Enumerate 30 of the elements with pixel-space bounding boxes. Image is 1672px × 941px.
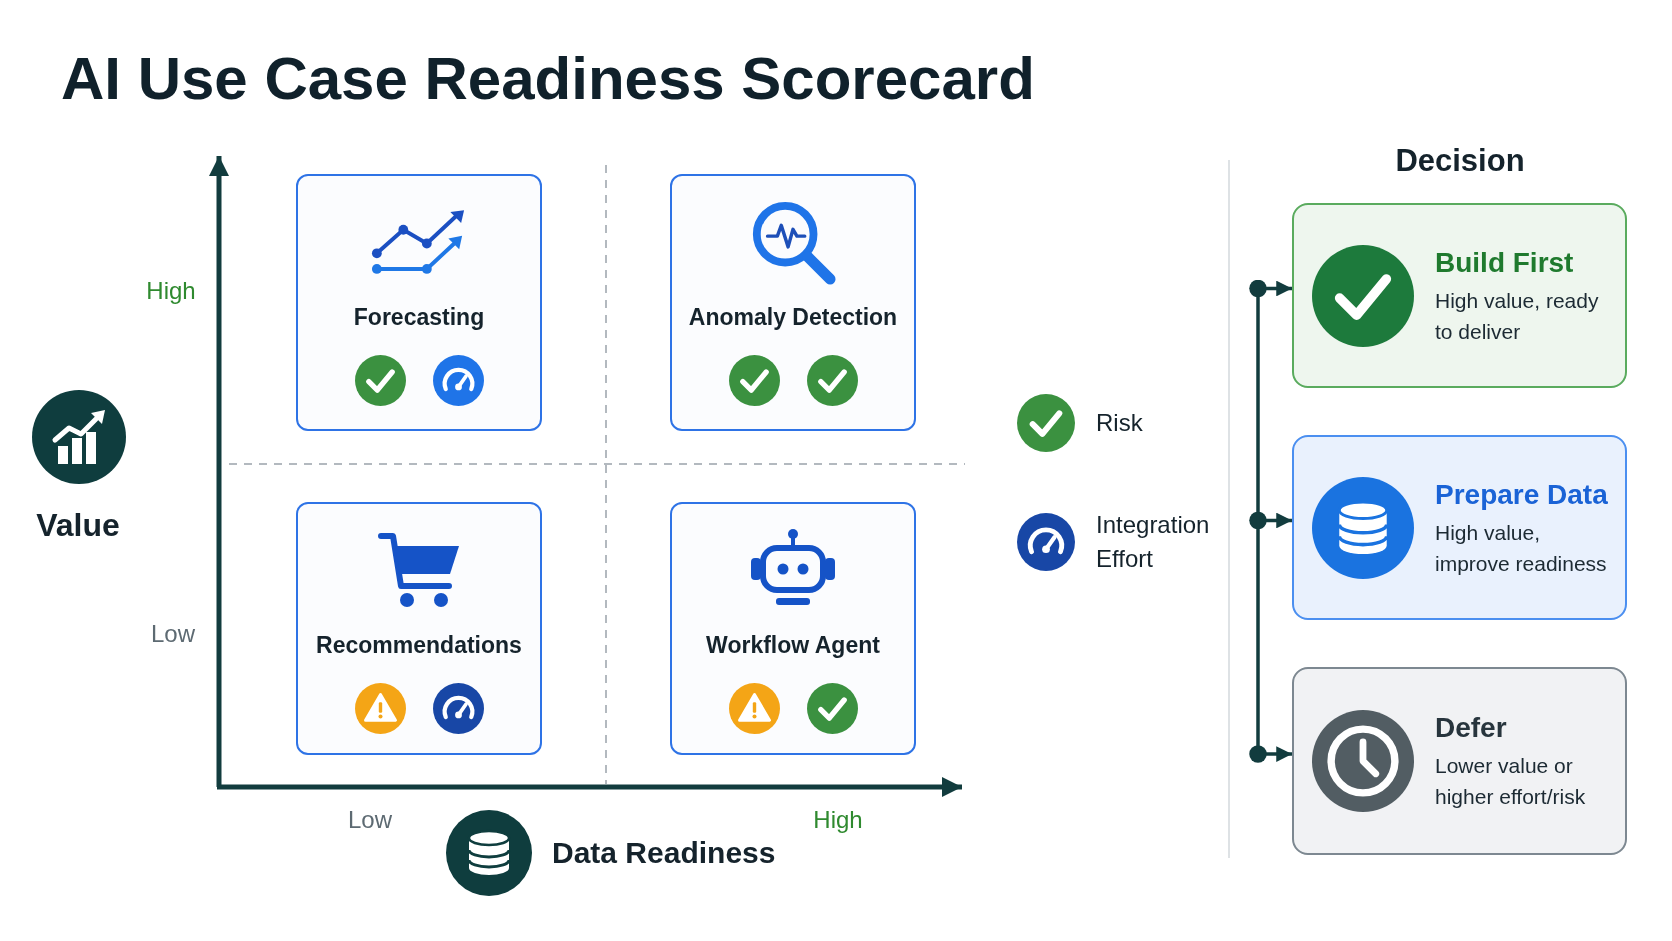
axis-tick-label: Low [348, 804, 392, 834]
decision-description: High value, ready to deliver [1435, 287, 1600, 345]
card-title: Workflow Agent [706, 631, 880, 660]
card-title: Forecasting [353, 303, 485, 332]
legend-label: Integration Effort [1096, 510, 1211, 574]
connector-arrow [1249, 745, 1292, 763]
use-case-card [296, 502, 542, 755]
connector-arrow [1249, 511, 1292, 530]
axis-title: Value [36, 506, 120, 544]
decision-description: Lower value or higher effort/risk [1435, 753, 1587, 810]
use-case-card [670, 502, 916, 755]
column-heading: Decision [1395, 141, 1525, 179]
decision-card [1292, 435, 1627, 620]
legend-label: Risk [1096, 408, 1143, 438]
axis-title: Data Readiness [552, 835, 776, 871]
decision-description: High value, improve readiness [1435, 519, 1608, 577]
decision-heading: Prepare Data [1435, 477, 1608, 512]
decision-heading: Defer [1435, 711, 1507, 745]
decision-heading: Build First [1435, 245, 1574, 280]
decision-card [1292, 667, 1627, 855]
card-title: Anomaly Detection [688, 303, 898, 332]
card-title: Recommendations [316, 631, 522, 660]
axis-tick-label: High [813, 804, 863, 834]
decision-card [1292, 203, 1627, 388]
diagram-title: AI Use Case Readiness Scorecard [61, 44, 1035, 114]
use-case-card [296, 174, 542, 431]
axis-tick-label: High [146, 275, 196, 305]
axis-tick-label: Low [151, 618, 195, 648]
connector-arrow [1249, 279, 1292, 298]
use-case-card [670, 174, 916, 431]
